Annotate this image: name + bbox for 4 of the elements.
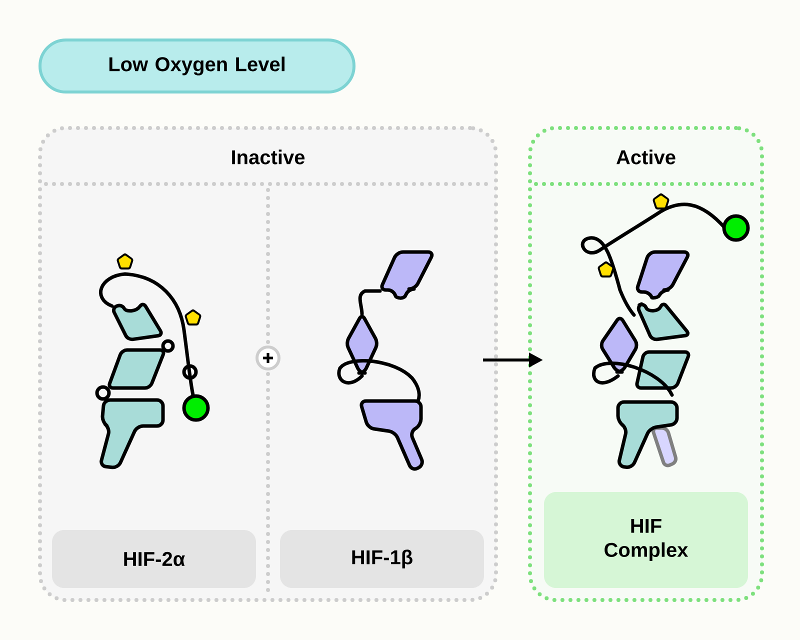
protein-label: HIF-2α bbox=[52, 530, 256, 588]
protein-label: HIF-1β bbox=[280, 530, 484, 588]
condition-badge: Low Oxygen Level bbox=[38, 38, 356, 94]
protein-label: HIF Complex bbox=[544, 492, 748, 588]
